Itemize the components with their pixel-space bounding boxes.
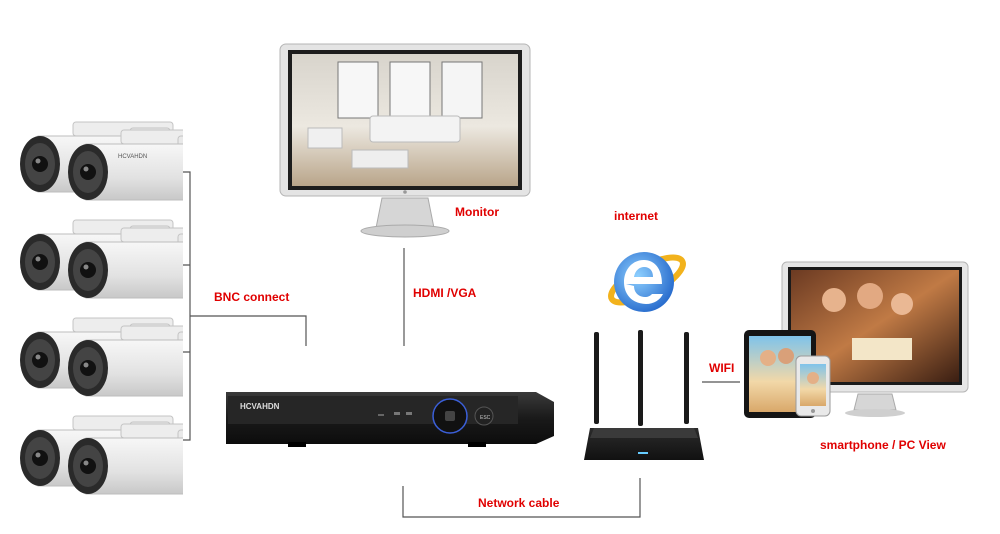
camera-icon — [19, 415, 183, 495]
camera-icon: HCVAHDN — [19, 121, 183, 201]
camera-group: HCVAHDN — [19, 121, 183, 495]
view-label: smartphone / PC View — [820, 438, 946, 452]
camera-icon — [19, 219, 183, 299]
camera-brand: HCVAHDN — [118, 154, 147, 160]
monitor-label: Monitor — [455, 205, 499, 219]
monitor-icon — [279, 43, 531, 238]
camera-icon — [19, 317, 183, 397]
view-devices — [744, 261, 969, 418]
dvr-esc-key: ESC — [480, 415, 491, 421]
dvr-brand: HCVAHDN — [240, 402, 280, 411]
internet-explorer-icon — [608, 252, 686, 312]
hdmi-vga-label: HDMI /VGA — [413, 286, 477, 300]
dvr-icon: ESC HCVAHDN — [226, 392, 554, 447]
network-cable-label: Network cable — [478, 496, 560, 510]
smartphone-icon — [795, 355, 831, 417]
bnc-connect-label: BNC connect — [214, 290, 290, 304]
router-icon — [584, 330, 704, 460]
internet-label: internet — [614, 209, 659, 223]
wifi-label: WIFI — [709, 361, 735, 375]
